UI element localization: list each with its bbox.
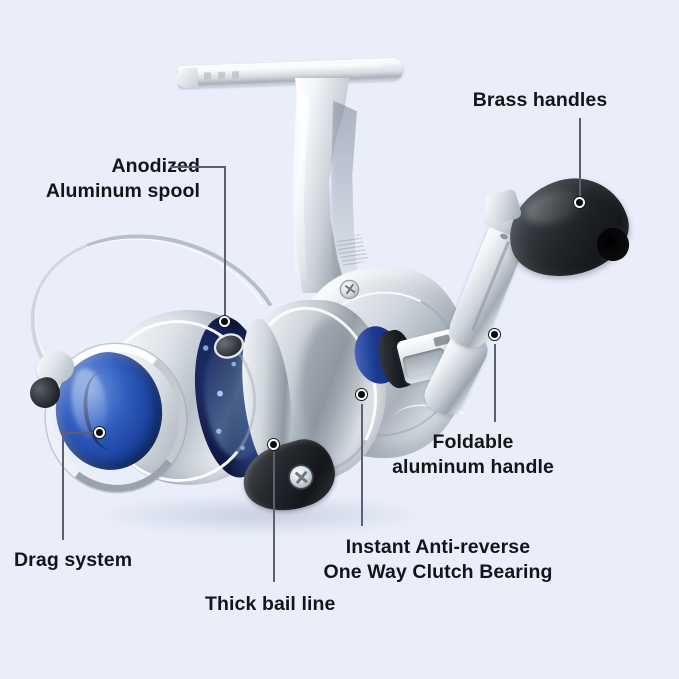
- anchor-dot-thick-bail-line: [267, 438, 280, 451]
- callout-foldable-handle-line2: aluminum handle: [392, 456, 554, 478]
- leader-line-drag-system-horizontal: [62, 432, 94, 434]
- leader-line-foldable-handle: [494, 344, 496, 422]
- leader-line-thick-bail-line: [273, 452, 275, 582]
- reel-foot-tip: [175, 67, 199, 89]
- anchor-dot-anodized-spool: [218, 315, 231, 328]
- callout-anodized-spool-line1: Anodized: [111, 155, 200, 177]
- anchor-dot-brass-handles: [573, 196, 586, 209]
- leader-line-drag-system-vertical: [62, 432, 64, 540]
- callout-foldable-handle-line1: Foldable: [432, 431, 514, 453]
- rotor-shading: [300, 318, 364, 458]
- anchor-dot-drag-system: [93, 426, 106, 439]
- leader-line-brass-handles: [579, 118, 581, 198]
- leader-line-anodized-spool-vertical: [224, 166, 226, 318]
- brass-handle-knob: [497, 165, 639, 290]
- leader-line-anodized-spool-horizontal: [170, 166, 225, 168]
- callout-anti-reverse-line2: One Way Clutch Bearing: [323, 561, 553, 583]
- anchor-dot-foldable-handle: [488, 328, 501, 341]
- callout-thick-bail-line-label: Thick bail line: [205, 593, 336, 615]
- anti-reverse-screw-cross-icon: [290, 466, 312, 488]
- callout-drag-system-label: Drag system: [14, 549, 133, 571]
- callout-brass-handles-label: Brass handles: [472, 89, 608, 111]
- callout-anti-reverse-line1: Instant Anti-reverse: [345, 536, 531, 558]
- anchor-dot-anti-reverse: [355, 388, 368, 401]
- leader-line-anti-reverse: [361, 404, 363, 526]
- callout-anodized-spool-line2: Aluminum spool: [45, 180, 200, 202]
- body-screw-cross-icon: [341, 281, 358, 298]
